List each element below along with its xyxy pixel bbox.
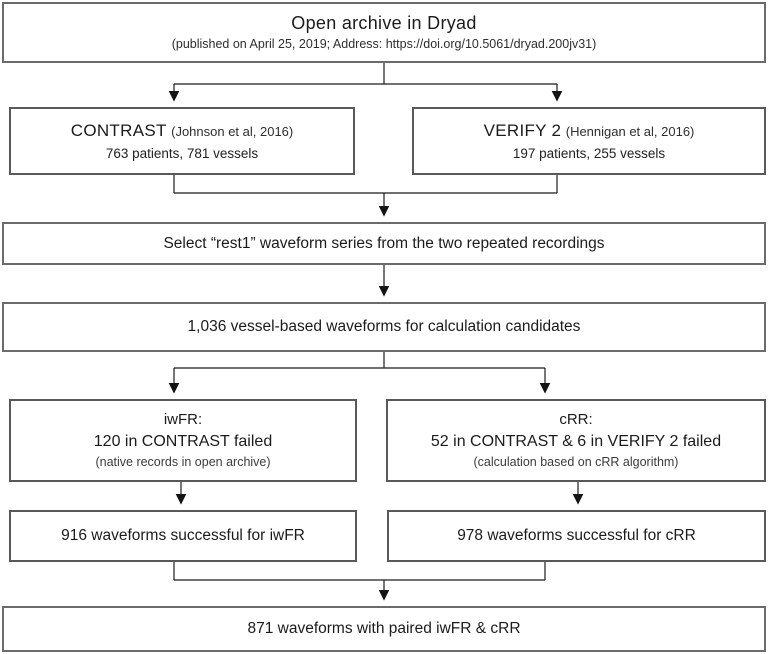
box-open-archive: Open archive in Dryad (published on Apri… bbox=[2, 2, 766, 63]
failure-note: (calculation based on cRR algorithm) bbox=[473, 454, 679, 469]
paired-result-text: 871 waveforms with paired iwFR & cRR bbox=[247, 620, 521, 638]
box-cohort-contrast: CONTRAST (Johnson et al, 2016) 763 patie… bbox=[9, 107, 355, 175]
cohort-heading: VERIFY 2 (Hennigan et al, 2016) bbox=[484, 120, 695, 142]
box-crr-success: 978 waveforms successful for cRR bbox=[387, 510, 766, 562]
candidates-step-text: 1,036 vessel-based waveforms for calcula… bbox=[187, 318, 581, 336]
box-select-rest1: Select “rest1” waveform series from the … bbox=[2, 222, 766, 265]
archive-subtitle: (published on April 25, 2019; Address: h… bbox=[171, 37, 597, 52]
cohort-stats: 763 patients, 781 vessels bbox=[105, 145, 259, 161]
select-step-text: Select “rest1” waveform series from the … bbox=[163, 234, 605, 252]
failure-label: cRR: bbox=[559, 410, 593, 428]
archive-title: Open archive in Dryad bbox=[291, 12, 477, 33]
cohort-heading: CONTRAST (Johnson et al, 2016) bbox=[71, 120, 294, 142]
cohort-stats: 197 patients, 255 vessels bbox=[512, 145, 666, 161]
cohort-name: CONTRAST bbox=[70, 120, 167, 140]
failure-label: iwFR: bbox=[163, 410, 203, 428]
box-iwfr-success: 916 waveforms successful for iwFR bbox=[9, 510, 357, 562]
box-crr-failures: cRR: 52 in CONTRAST & 6 in VERIFY 2 fail… bbox=[386, 399, 766, 482]
box-paired-result: 871 waveforms with paired iwFR & cRR bbox=[2, 606, 766, 652]
cohort-citation: (Hennigan et al, 2016) bbox=[565, 123, 695, 139]
box-calculation-candidates: 1,036 vessel-based waveforms for calcula… bbox=[2, 302, 766, 352]
failure-detail: 52 in CONTRAST & 6 in VERIFY 2 failed bbox=[430, 432, 722, 450]
cohort-name: VERIFY 2 bbox=[483, 120, 562, 140]
box-cohort-verify2: VERIFY 2 (Hennigan et al, 2016) 197 pati… bbox=[412, 107, 766, 175]
failure-detail: 120 in CONTRAST failed bbox=[93, 432, 273, 450]
success-text: 916 waveforms successful for iwFR bbox=[61, 527, 305, 545]
failure-note: (native records in open archive) bbox=[95, 454, 271, 469]
success-text: 978 waveforms successful for cRR bbox=[457, 527, 696, 545]
cohort-citation: (Johnson et al, 2016) bbox=[171, 123, 294, 139]
box-iwfr-failures: iwFR: 120 in CONTRAST failed (native rec… bbox=[9, 399, 357, 482]
